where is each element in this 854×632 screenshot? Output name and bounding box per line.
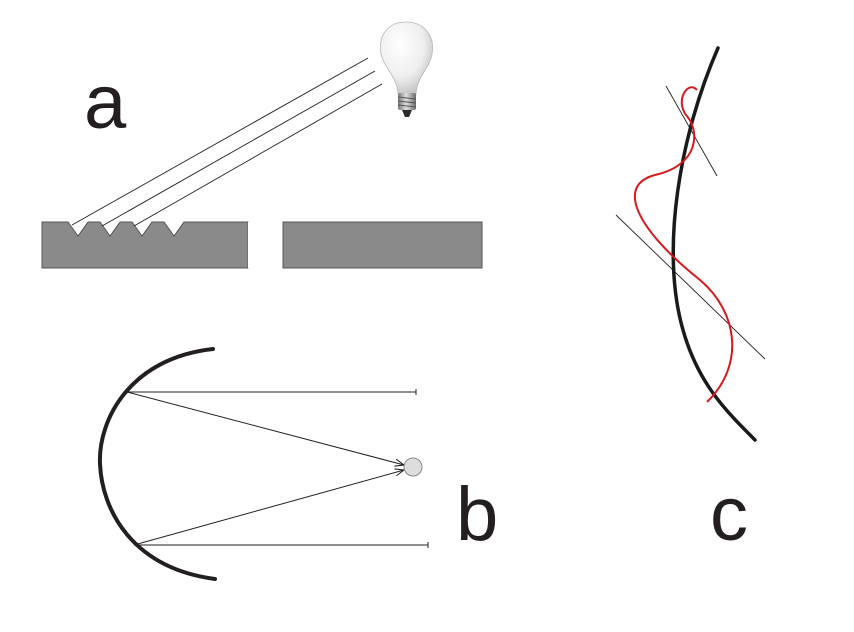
focal-point xyxy=(403,457,423,477)
label-a: a xyxy=(84,60,127,145)
light-ray-1 xyxy=(71,57,369,226)
main-curve xyxy=(671,46,757,442)
panel-c: c xyxy=(615,46,766,557)
label-c: c xyxy=(710,472,748,557)
plain-block xyxy=(282,221,483,269)
reflected-ray-bottom xyxy=(133,470,404,546)
grooved-block xyxy=(41,221,249,269)
concave-mirror xyxy=(97,347,217,581)
panel-a: a xyxy=(41,21,483,269)
tangent-line-lower xyxy=(615,214,766,360)
light-ray-2 xyxy=(101,70,376,227)
light-ray-3 xyxy=(133,83,383,227)
block-gap xyxy=(248,222,283,268)
tangent-line-upper xyxy=(665,85,718,177)
panel-b: b xyxy=(97,347,498,581)
reflected-ray-top xyxy=(126,391,404,465)
label-b: b xyxy=(456,472,498,557)
light-bulb-icon xyxy=(379,21,433,117)
oscillating-wave xyxy=(633,86,734,403)
